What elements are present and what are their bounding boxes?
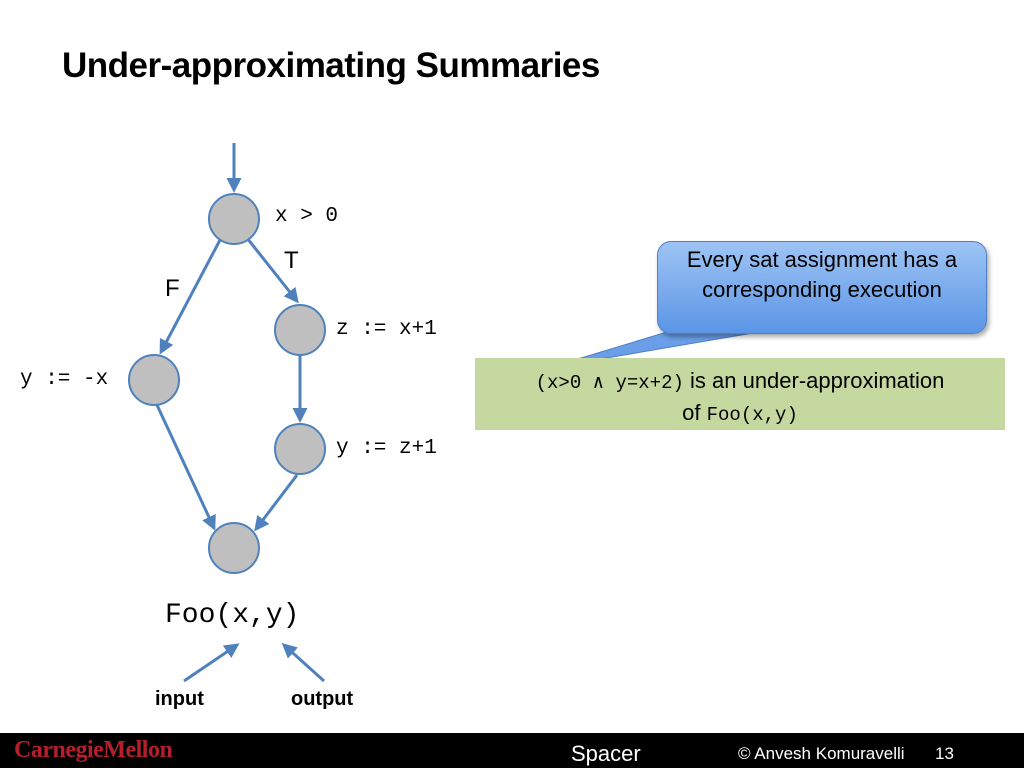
- footer-topic: Spacer: [571, 741, 641, 766]
- node-then2-label: y := z+1: [336, 437, 437, 460]
- note-function: Foo(x,y): [706, 404, 798, 426]
- node-then2: [274, 423, 326, 475]
- footer-bar: CarnegieMellon Spacer © Anvesh Komuravel…: [0, 733, 1024, 768]
- function-signature: Foo(x,y): [165, 600, 300, 631]
- node-else-label: y := -x: [20, 368, 109, 391]
- node-else: [128, 354, 180, 406]
- callout-text: Every sat assignment has a corresponding…: [686, 247, 958, 302]
- control-flow-graph: [128, 143, 771, 683]
- callout-bubble: Every sat assignment has a corresponding…: [657, 241, 987, 334]
- output-label: output: [291, 688, 354, 710]
- output-arrow: [281, 642, 326, 683]
- footer-author: © Anvesh Komuravelli: [738, 744, 905, 763]
- node-entry-label: x > 0: [275, 205, 339, 228]
- branch-true-label: T: [284, 247, 299, 274]
- edge-then2-exit: [254, 474, 299, 532]
- slide-title: Under-approximating Summaries: [62, 46, 600, 85]
- under-approximation-note: (x>0 ∧ y=x+2) is an under-approximation …: [475, 358, 1005, 430]
- edge-false: [159, 239, 222, 355]
- note-of: of: [682, 400, 701, 425]
- input-label: input: [155, 688, 204, 710]
- note-text: is an under-approximation: [690, 368, 945, 393]
- node-then: [274, 304, 326, 356]
- node-then-label: z := x+1: [336, 318, 437, 341]
- note-formula: (x>0 ∧ y=x+2): [535, 372, 684, 394]
- input-arrow: [183, 643, 240, 683]
- edge-else-exit: [155, 404, 216, 531]
- node-exit: [208, 522, 260, 574]
- page-number: 13: [935, 744, 954, 763]
- edge-true: [245, 237, 299, 304]
- node-entry: [208, 193, 260, 245]
- cmu-logo: CarnegieMellon: [14, 737, 173, 763]
- branch-false-label: F: [165, 275, 180, 302]
